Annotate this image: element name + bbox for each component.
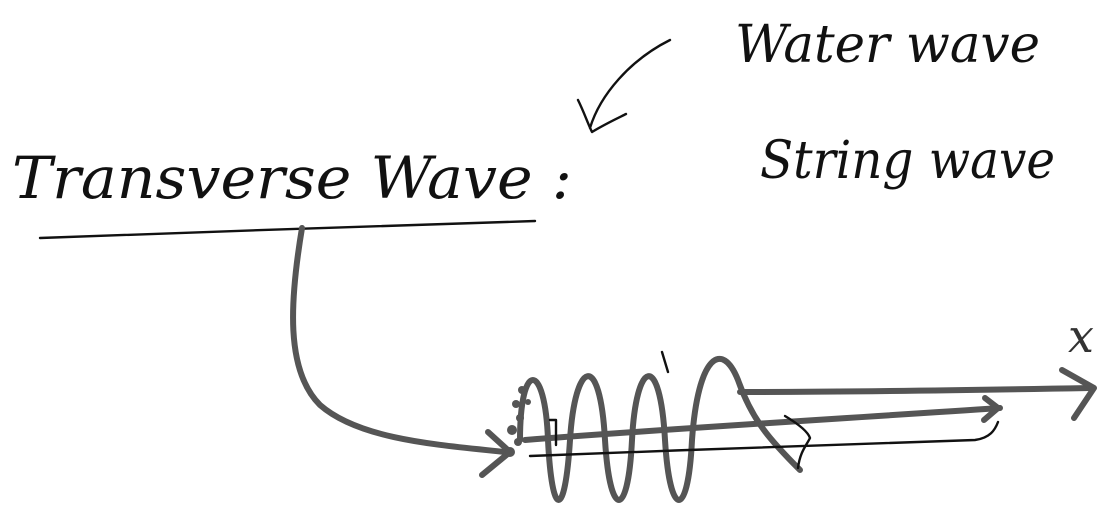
x-axis-label: x xyxy=(1068,309,1094,363)
wave-axis-line-upper xyxy=(522,405,1003,443)
wave-axis-arrow-head-upper xyxy=(981,395,1001,423)
heading-underline xyxy=(38,219,537,240)
wave-top-tick xyxy=(660,350,670,374)
heading-transverse-wave: Transverse Wave : xyxy=(12,144,572,212)
example-water-wave: Water wave xyxy=(735,15,1040,75)
wave-direction-tick xyxy=(783,414,812,470)
checkmark-arrow-icon xyxy=(576,38,672,134)
wave-guide-line-lower xyxy=(528,420,1000,458)
example-string-wave: String wave xyxy=(760,131,1055,191)
x-axis-arrow-head-icon xyxy=(1059,367,1097,421)
transverse-wave-coil xyxy=(517,356,803,503)
x-axis-line xyxy=(737,385,1093,395)
wave-guide-bracket xyxy=(548,418,558,447)
pointer-arrow-curve xyxy=(290,225,508,455)
